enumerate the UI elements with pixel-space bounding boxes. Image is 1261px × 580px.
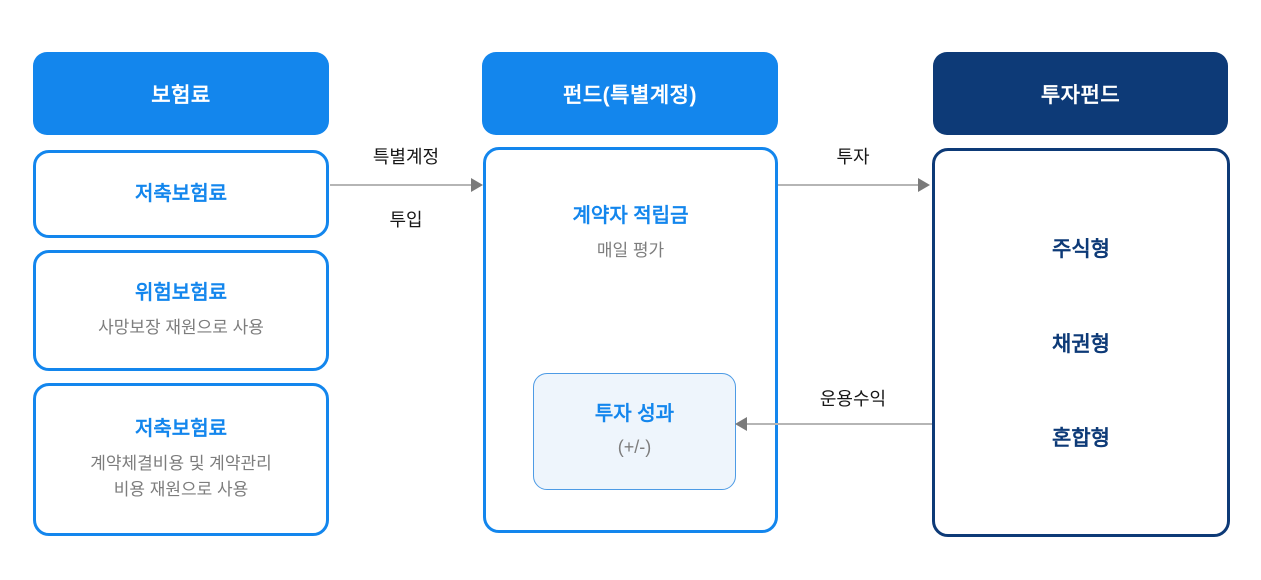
arrowhead-fund-to-investment <box>918 178 930 192</box>
expense-premium-box: 저축보험료 계약체결비용 및 계약관리 비용 재원으로 사용 <box>33 383 329 536</box>
returns-label: 운용수익 <box>819 389 887 409</box>
fund-box: 계약자 적립금 매일 평가 투자 성과 (+/-) <box>483 147 778 533</box>
investment-result-sign: (+/-) <box>617 437 652 457</box>
savings-premium-title: 저축보험료 <box>135 182 227 205</box>
investment-fund-box: 주식형 채권형 혼합형 <box>932 148 1230 537</box>
arrowhead-premium-to-fund <box>471 178 483 192</box>
policyholder-reserve-title: 계약자 적립금 <box>572 205 689 227</box>
policyholder-reserve-group: 계약자 적립금 매일 평가 <box>486 204 775 264</box>
expense-premium-title: 저축보험료 <box>135 418 227 440</box>
investment-result-box: 투자 성과 (+/-) <box>533 373 736 490</box>
investment-result-title: 투자 성과 <box>594 403 675 425</box>
arrow-fund-to-investment <box>778 184 920 186</box>
fund-item-mixed: 혼합형 <box>1052 426 1110 450</box>
risk-premium-subtitle: 사망보장 재원으로 사용 <box>98 317 264 337</box>
fund-item-bond: 채권형 <box>1052 332 1110 356</box>
invest-label: 투자 <box>836 147 870 167</box>
arrow-premium-to-fund <box>330 184 473 186</box>
premium-header-label: 보험료 <box>151 83 211 107</box>
fund-header-label: 펀드(특별계정) <box>563 83 697 107</box>
special-account-label: 특별계정 <box>372 147 440 167</box>
deposit-label: 투입 <box>389 210 423 230</box>
fund-header: 펀드(특별계정) <box>482 52 778 135</box>
risk-premium-title: 위험보험료 <box>135 281 227 304</box>
investment-fund-header: 투자펀드 <box>933 52 1228 135</box>
risk-premium-box: 위험보험료 사망보장 재원으로 사용 <box>33 250 329 371</box>
investment-fund-header-label: 투자펀드 <box>1040 83 1121 107</box>
arrow-investment-to-result <box>746 423 932 425</box>
expense-premium-subtitle: 계약체결비용 및 계약관리 비용 재원으로 사용 <box>90 454 272 499</box>
daily-valuation-subtitle: 매일 평가 <box>596 241 665 260</box>
premium-header: 보험료 <box>33 52 329 135</box>
savings-premium-box: 저축보험료 <box>33 150 329 238</box>
fund-item-stock: 주식형 <box>1052 238 1110 262</box>
arrowhead-investment-to-result <box>735 417 747 431</box>
